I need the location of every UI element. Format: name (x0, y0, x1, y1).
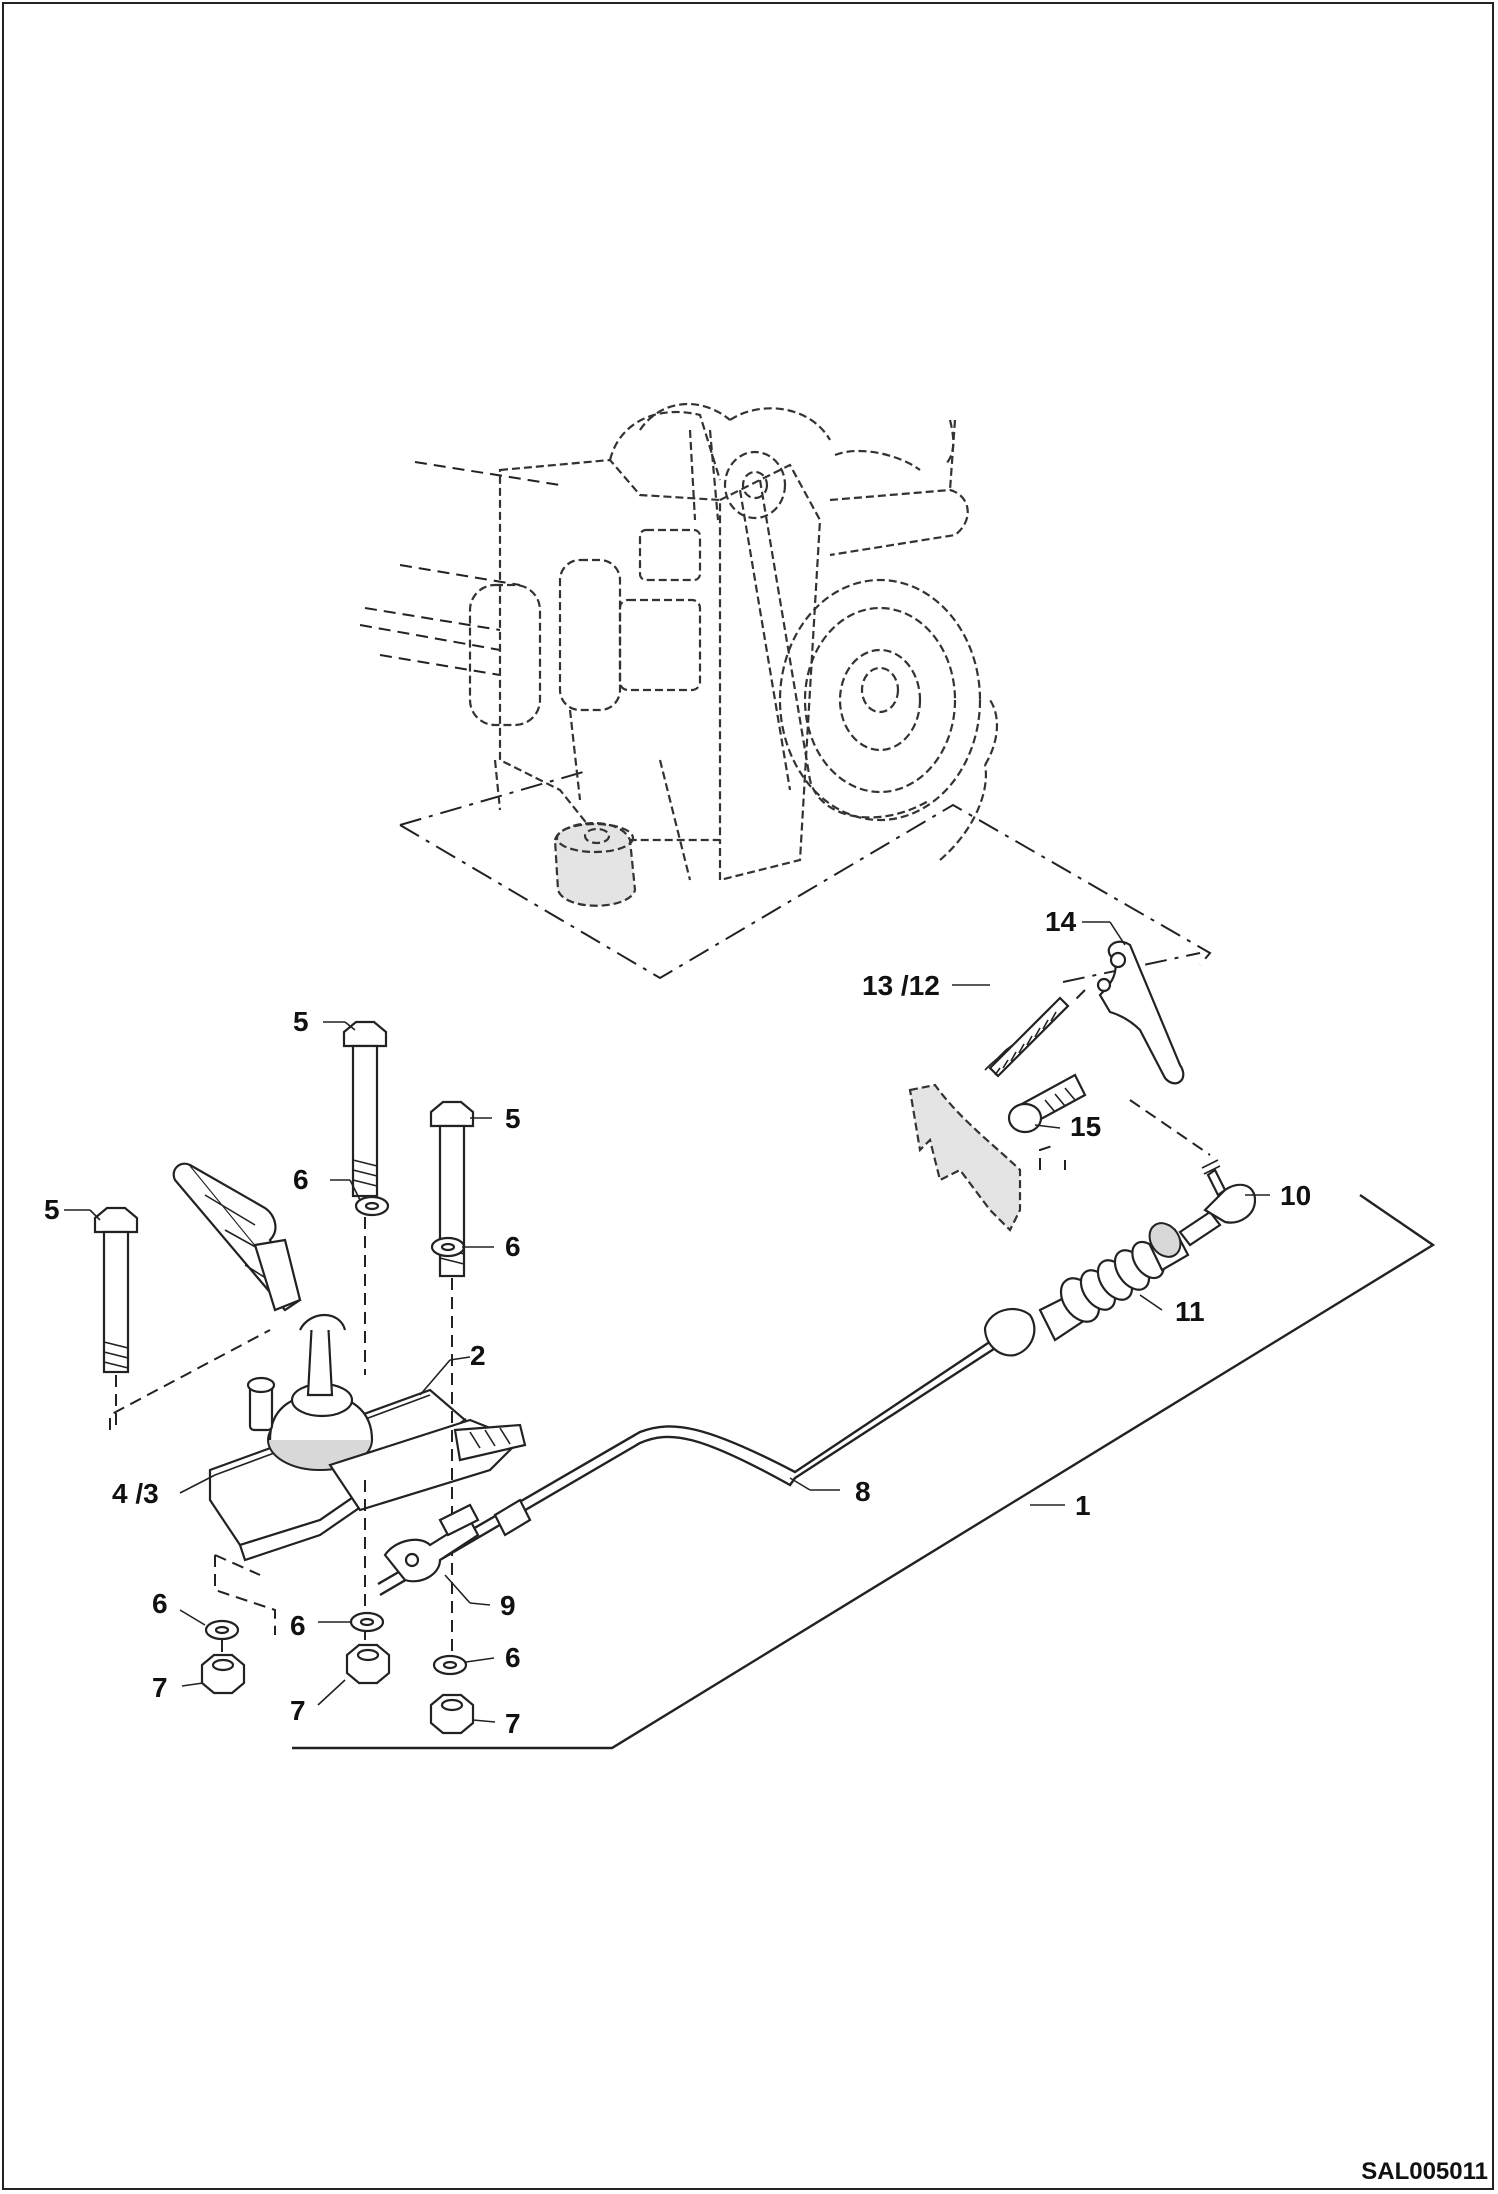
callout-15: 15 (1070, 1111, 1102, 1142)
accelerator-pedal-assembly (109, 1162, 527, 1635)
callout-14: 14 (1045, 906, 1077, 937)
callout-5-left: 5 (44, 1194, 60, 1225)
callout-6-bottom-mid: 6 (290, 1610, 306, 1641)
engine-ghost (359, 402, 1212, 980)
callout-10: 10 (1280, 1180, 1312, 1211)
callout-7-right: 7 (505, 1708, 521, 1739)
callout-6-right: 6 (505, 1231, 521, 1262)
drawing-reference-code: SAL005011 (1361, 2158, 1488, 2185)
callout-9: 9 (500, 1590, 516, 1621)
callout-4-3: 4 /3 (112, 1478, 159, 1509)
bolt-left (93, 1206, 139, 1430)
adjusting-bolt (1007, 1073, 1087, 1134)
accelerator-cable (377, 1159, 1257, 1597)
callout-2: 2 (470, 1340, 486, 1371)
bolt-center (342, 1020, 388, 1640)
bolt-right (429, 1100, 475, 1660)
injection-pump-lever-group (908, 940, 1211, 1232)
return-spring (984, 996, 1070, 1078)
callout-6-top: 6 (293, 1164, 309, 1195)
assembly-bracket (292, 1194, 1436, 1750)
callout-7-left: 7 (152, 1672, 168, 1703)
callout-6-bottom-right: 6 (505, 1642, 521, 1673)
clevis (383, 1503, 480, 1583)
washers-and-nuts (200, 1195, 475, 1735)
callout-5-top: 5 (293, 1006, 309, 1037)
callout-1: 1 (1075, 1490, 1091, 1521)
callout-13-12: 13 /12 (862, 970, 940, 1001)
callout-6-bottom-left: 6 (152, 1588, 168, 1619)
leader-lines (64, 921, 1270, 1723)
callout-8: 8 (855, 1476, 871, 1507)
callout-5-right: 5 (505, 1103, 521, 1134)
callout-7-mid: 7 (290, 1695, 306, 1726)
callout-11: 11 (1175, 1296, 1205, 1327)
